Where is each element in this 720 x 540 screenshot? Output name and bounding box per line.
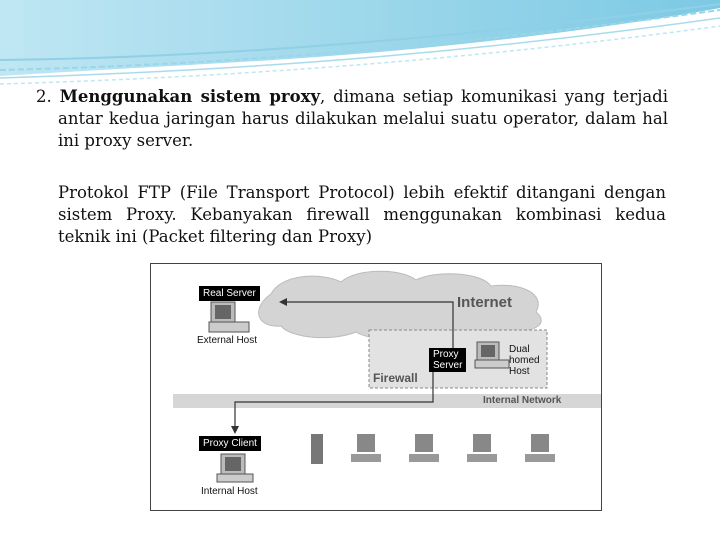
item-description: , dimana setiap komunikasi yang terjadi … [58,87,668,150]
external-host-label: External Host [197,335,258,346]
diagram-graphics [173,270,601,483]
internal-workstation-4 [525,434,555,462]
internal-workstation-2 [409,434,439,462]
item-number: 2. [36,87,52,106]
header-wave-decoration [0,0,720,85]
real-server-label: Real Server [199,286,260,301]
internet-cloud [258,270,542,340]
firewall-label: Firewall [373,371,418,385]
internal-host-computer [216,453,254,483]
external-host-computer [208,301,250,333]
arrow-proxy-to-server [281,301,454,348]
internal-network-bar [173,394,601,408]
internal-network-label: Internal Network [483,395,562,406]
proxy-server-label: Proxy Server [429,348,467,372]
internet-label: Internet [457,294,513,311]
proxy-server-computer [474,341,510,369]
proxy-client-label: Proxy Client [199,436,261,451]
internal-workstation-3 [467,434,497,462]
arrow-proxy-to-client [234,362,434,430]
internal-tower [311,434,323,464]
proxy-firewall-diagram: Real Server External Host Internet Proxy… [150,263,602,511]
internal-workstation-1 [351,434,381,462]
internal-host-label: Internal Host [201,486,258,497]
list-item-proxy-system: 2. Menggunakan sistem proxy, dimana seti… [36,86,668,152]
item-bold-phrase: Menggunakan sistem proxy [59,87,321,106]
dual-homed-host-label: Dual homed Host [509,344,540,377]
paragraph-ftp: Protokol FTP (File Transport Protocol) l… [58,183,666,246]
